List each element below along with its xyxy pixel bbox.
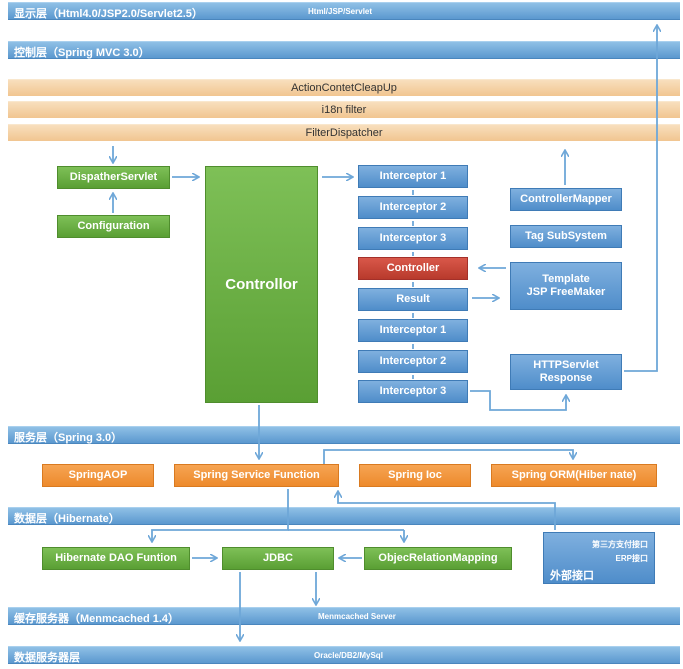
external-title: 外部接口 (550, 570, 594, 582)
db-layer-label: 数据服务器层 (14, 652, 80, 664)
configuration-box: Configuration (57, 215, 170, 238)
presentation-layer-center: Html/JSP/Servlet (308, 7, 373, 16)
presentation-layer-bar: 显示层（Html4.0/JSP2.0/Servlet2.5） Html/JSP/… (8, 2, 680, 20)
filter-i18n: i18n filter (8, 101, 680, 118)
controllor-box: Controllor (205, 166, 318, 403)
template-box: Template JSP FreeMaker (510, 262, 622, 310)
presentation-layer-label: 显示层（Html4.0/JSP2.0/Servlet2.5） (14, 8, 203, 20)
spring-aop-box: SpringAOP (42, 464, 154, 487)
arrow-response-to-presentation (624, 26, 657, 372)
template-line-2: JSP FreeMaker (526, 286, 606, 298)
arrow-service-to-orm (323, 449, 573, 464)
service-layer-bar: 服务层（Spring 3.0） (8, 426, 680, 444)
interceptor-bottom-3: Interceptor 3 (358, 380, 468, 403)
hibernate-dao-box: Hibernate DAO Funtion (42, 547, 190, 570)
service-layer-label: 服务层（Spring 3.0） (14, 432, 123, 444)
arrow-interceptor-to-response (470, 390, 566, 411)
cache-layer-label: 缓存服务器（Menmcached 1.4） (14, 613, 180, 625)
httpservlet-line-2: Response (539, 372, 593, 384)
data-layer-label: 数据层（Hibernate） (14, 513, 120, 525)
result-box: Result (358, 288, 468, 311)
external-interface-box: 第三方支付接口 ERP接口 外部接口 (543, 532, 655, 584)
tag-subsystem-box: Tag SubSystem (510, 225, 622, 248)
filter-action-context-cleanup: ActionContetCleapUp (8, 79, 680, 96)
jdbc-box: JDBC (222, 547, 334, 570)
interceptor-bottom-2: Interceptor 2 (358, 350, 468, 373)
object-relation-mapping-box: ObjecRelationMapping (364, 547, 512, 570)
control-layer-label: 控制层（Spring MVC 3.0） (14, 47, 150, 59)
cache-layer-bar: 缓存服务器（Menmcached 1.4） Menmcached Server (8, 607, 680, 625)
interceptor-bottom-1: Interceptor 1 (358, 319, 468, 342)
template-line-1: Template (542, 273, 590, 285)
spring-orm-box: Spring ORM(Hiber nate) (491, 464, 657, 487)
external-line-2: ERP接口 (615, 554, 648, 563)
data-layer-bar: 数据层（Hibernate） (8, 507, 680, 525)
httpservlet-line-1: HTTPServlet (533, 359, 599, 371)
control-layer-bar: 控制层（Spring MVC 3.0） (8, 41, 680, 59)
filter-dispatcher: FilterDispatcher (8, 124, 680, 141)
interceptor-top-2: Interceptor 2 (358, 196, 468, 219)
spring-service-function-box: Spring Service Function (174, 464, 339, 487)
arrow-external-to-service (338, 492, 556, 530)
httpservlet-response-box: HTTPServlet Response (510, 354, 622, 390)
controller-box: Controller (358, 257, 468, 280)
cache-layer-center: Menmcached Server (318, 612, 396, 621)
db-layer-center: Oracle/DB2/MySql (314, 651, 383, 660)
controller-mapper-box: ControllerMapper (510, 188, 622, 211)
spring-ioc-box: Spring Ioc (359, 464, 471, 487)
external-line-1: 第三方支付接口 (592, 540, 648, 549)
dispatcher-servlet-box: DispatherServlet (57, 166, 170, 189)
db-layer-bar: 数据服务器层 Oracle/DB2/MySql (8, 646, 680, 664)
interceptor-top-1: Interceptor 1 (358, 165, 468, 188)
arrow-service-to-dao (152, 489, 289, 541)
interceptor-top-3: Interceptor 3 (358, 227, 468, 250)
